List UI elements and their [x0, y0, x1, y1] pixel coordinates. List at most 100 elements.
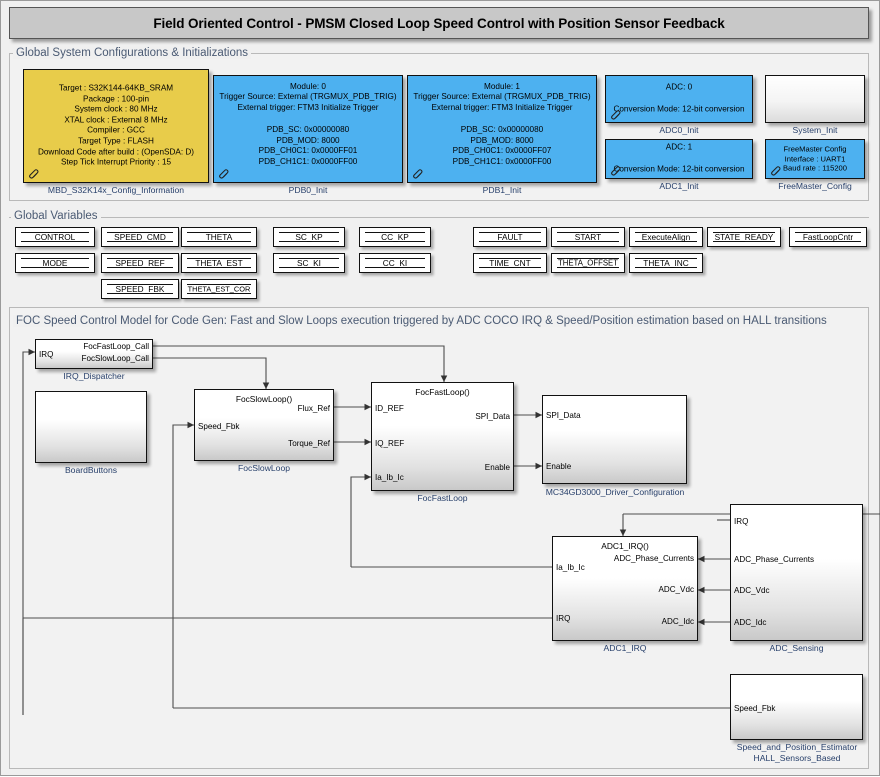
block-adc1-init-text: ADC: 1 Conversion Mode: 12-bit conversio… — [613, 142, 745, 174]
port-in-spi-data: SPI_Data — [546, 411, 581, 420]
gv-bar-top — [21, 232, 89, 234]
port-out-adc-vdc: ADC_Vdc — [658, 585, 694, 594]
block-adc0-init-text: ADC: 0 Conversion Mode: 12-bit conversio… — [613, 82, 745, 114]
block-system-init-label: System_Init — [792, 125, 838, 135]
gv-bar-bottom — [713, 240, 775, 242]
block-mc34gd3000-driver-label: MC34GD3000_Driver_Configuration — [545, 487, 685, 497]
gv-label: START — [574, 232, 602, 242]
port-in-adc-vdc: ADC_Vdc — [734, 586, 770, 595]
block-foc-slow-loop[interactable]: FocSlowLoop() Speed_Fbk Flux_Ref Torque_… — [194, 389, 334, 461]
port-out-enable: Enable — [484, 463, 510, 472]
gv-theta-inc[interactable]: THETA_INC — [629, 253, 703, 273]
block-adc0-init[interactable]: ADC: 0 Conversion Mode: 12-bit conversio… — [605, 75, 753, 123]
gv-bar-bottom — [479, 240, 541, 242]
gv-fast-loop-cntr[interactable]: FastLoopCntr — [789, 227, 867, 247]
attachment-clip-icon — [611, 166, 621, 176]
estimator-label-line2: HALL_Sensors_Based — [753, 753, 841, 763]
block-irq-dispatcher-label: IRQ_Dispatcher — [63, 371, 125, 381]
gv-sc-kp[interactable]: SC_KP — [273, 227, 345, 247]
gv-sc-ki[interactable]: SC_KI — [273, 253, 345, 273]
block-mbd-config[interactable]: Target : S32K144-64KB_SRAM Package : 100… — [23, 69, 209, 183]
block-adc1-init-label: ADC1_Init — [659, 181, 699, 191]
panel-global-variables-rule — [9, 217, 869, 218]
gv-bar-bottom — [479, 266, 541, 268]
gv-bar-bottom — [279, 240, 339, 242]
block-adc0-init-label: ADC0_Init — [659, 125, 699, 135]
block-pdb1-init[interactable]: Module: 1 Trigger Source: External (TRGM… — [407, 75, 597, 183]
gv-bar-top — [479, 232, 541, 234]
block-mc34gd3000-driver[interactable]: SPI_Data Enable — [542, 395, 687, 484]
block-pdb0-init-label: PDB0_Init — [288, 185, 328, 195]
gv-label: FastLoopCntr — [802, 232, 854, 242]
gv-fault[interactable]: FAULT — [473, 227, 547, 247]
gv-label: THETA_EST — [195, 258, 243, 268]
gv-bar-top — [21, 258, 89, 260]
gv-theta[interactable]: THETA — [181, 227, 257, 247]
gv-label: SC_KP — [295, 232, 323, 242]
port-in-speed-fbk: Speed_Fbk — [198, 422, 240, 431]
block-system-init[interactable] — [765, 75, 865, 123]
gv-label: CC_KI — [382, 258, 408, 268]
block-freemaster-config-text: FreeMaster Config Interface : UART1 Baud… — [782, 144, 848, 173]
block-adc1-irq-fcn: ADC1_IRQ() — [601, 541, 649, 551]
gv-execute-align[interactable]: ExecuteAlign — [629, 227, 703, 247]
gv-bar-bottom — [635, 240, 697, 242]
model-title-bar: Field Oriented Control - PMSM Closed Loo… — [9, 7, 869, 39]
block-speed-position-estimator[interactable]: Speed_Fbk — [730, 674, 863, 740]
gv-theta-offset[interactable]: THETA_OFFSET — [551, 253, 625, 273]
block-freemaster-config[interactable]: FreeMaster Config Interface : UART1 Baud… — [765, 139, 865, 179]
gv-label: ExecuteAlign — [641, 232, 691, 242]
gv-state-ready[interactable]: STATE_READY — [707, 227, 781, 247]
block-board-buttons-label: BoardButtons — [64, 465, 118, 475]
gv-speed-cmd[interactable]: SPEED_CMD — [101, 227, 179, 247]
block-pdb0-init-text: Module: 0 Trigger Source: External (TRGM… — [219, 81, 397, 167]
gv-bar-bottom — [365, 266, 425, 268]
gv-bar-bottom — [187, 266, 251, 268]
port-out-adc-phase-currents: ADC_Phase_Currents — [613, 554, 694, 563]
gv-label: MODE — [42, 258, 68, 268]
gv-label: CC_KP — [381, 232, 409, 242]
gv-mode[interactable]: MODE — [15, 253, 95, 273]
gv-bar-top — [795, 232, 861, 234]
panel-global-variables-title: Global Variables — [11, 210, 101, 222]
gv-theta-est[interactable]: THETA_EST — [181, 253, 257, 273]
port-in-id-ref: ID_REF — [375, 404, 404, 413]
gv-start[interactable]: START — [551, 227, 625, 247]
attachment-clip-icon — [29, 169, 39, 179]
block-adc1-init[interactable]: ADC: 1 Conversion Mode: 12-bit conversio… — [605, 139, 753, 179]
block-adc1-irq[interactable]: ADC1_IRQ() Ia_Ib_Ic IRQ ADC_Phase_Curren… — [552, 536, 698, 641]
port-out-spi-data: SPI_Data — [475, 412, 510, 421]
gv-speed-fbk[interactable]: SPEED_FBK — [101, 279, 179, 299]
attachment-clip-icon — [219, 169, 229, 179]
gv-label: SC_KI — [297, 258, 321, 268]
panel-global-config-title: Global System Configurations & Initializ… — [13, 47, 252, 59]
block-irq-dispatcher[interactable]: IRQ FocFastLoop_Call FocSlowLoop_Call — [35, 339, 153, 369]
block-foc-fast-loop[interactable]: FocFastLoop() ID_REF IQ_REF Ia_Ib_Ic SPI… — [371, 382, 514, 491]
port-in-iq-ref: IQ_REF — [375, 439, 405, 448]
block-adc-sensing-label: ADC_Sensing — [769, 643, 824, 653]
gv-speed-ref[interactable]: SPEED_REF — [101, 253, 179, 273]
gv-bar-top — [187, 232, 251, 234]
attachment-clip-icon — [413, 169, 423, 179]
gv-cc-ki[interactable]: CC_KI — [359, 253, 431, 273]
gv-label: CONTROL — [34, 232, 76, 242]
panel-foc-model-title: FOC Speed Control Model for Code Gen: Fa… — [13, 315, 830, 327]
gv-time-cnt[interactable]: TIME_CNT — [473, 253, 547, 273]
gv-control[interactable]: CONTROL — [15, 227, 95, 247]
gv-bar-bottom — [107, 292, 173, 294]
gv-label: THETA_OFFSET — [557, 258, 619, 268]
gv-cc-kp[interactable]: CC_KP — [359, 227, 431, 247]
port-in-enable: Enable — [546, 462, 572, 471]
port-out-flux-ref: Flux_Ref — [297, 404, 330, 413]
block-adc-sensing[interactable]: IRQ ADC_Phase_Currents ADC_Vdc ADC_Idc — [730, 504, 863, 641]
gv-bar-bottom — [21, 240, 89, 242]
port-in-speed-fbk: Speed_Fbk — [734, 704, 776, 713]
gv-theta-est-cor[interactable]: THETA_EST_COR — [181, 279, 257, 299]
gv-bar-top — [479, 258, 541, 260]
block-pdb1-init-text: Module: 1 Trigger Source: External (TRGM… — [413, 81, 591, 167]
block-pdb0-init[interactable]: Module: 0 Trigger Source: External (TRGM… — [213, 75, 403, 183]
block-board-buttons[interactable] — [35, 391, 147, 463]
port-in-adc-phase-currents: ADC_Phase_Currents — [734, 555, 815, 564]
gv-bar-top — [279, 258, 339, 260]
attachment-clip-icon — [771, 166, 781, 176]
